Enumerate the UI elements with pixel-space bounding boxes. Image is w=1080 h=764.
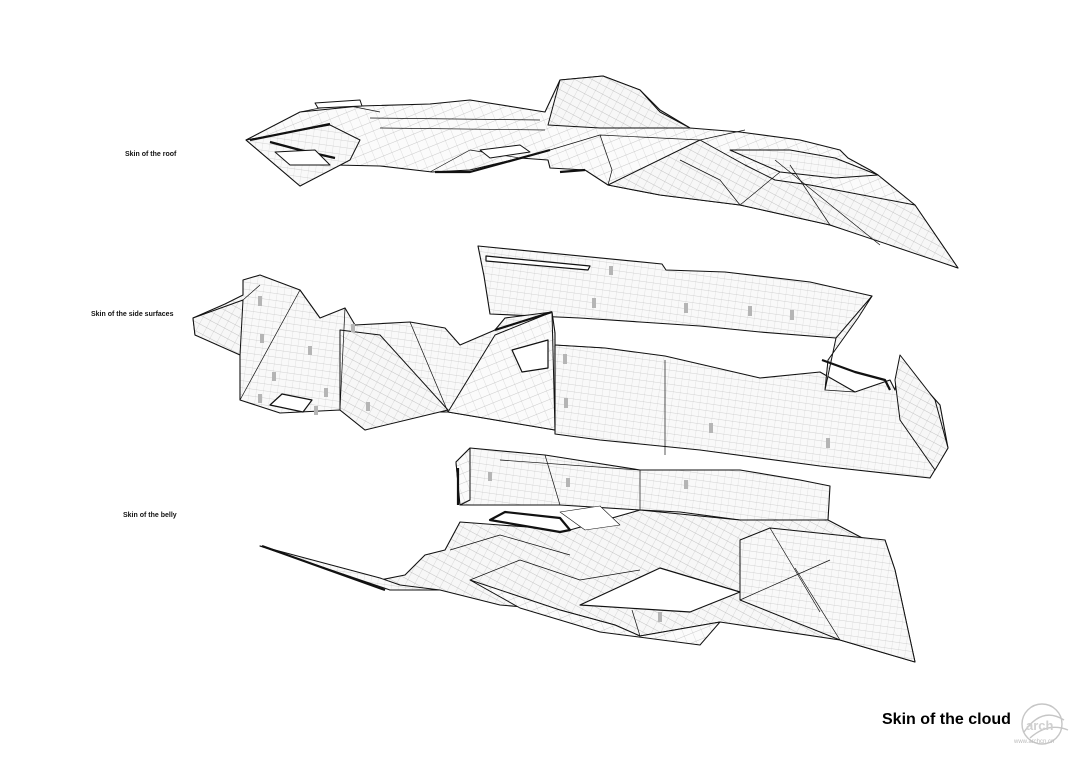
roof-front-wedge [607, 139, 959, 269]
side-left-facet [192, 299, 244, 356]
roof-skin [245, 75, 959, 269]
side-slot [485, 255, 591, 271]
belly-label: Skin of the belly [123, 512, 177, 519]
belly-lower-strip [469, 579, 721, 646]
archcn-logo: arch [1021, 703, 1069, 745]
belly-right-facet [739, 527, 916, 663]
belly-opening-2 [559, 505, 621, 531]
belly-bold-strip [488, 510, 572, 534]
side-right-end-facet [894, 354, 949, 471]
watermark-text: www.archcn.cn [1014, 739, 1055, 745]
side-right-upper-facet [824, 295, 873, 391]
diagram-title: Skin of the cloud [882, 711, 1011, 728]
roof-label: Skin of the roof [125, 151, 177, 158]
belly-back-box [455, 447, 831, 521]
svg-text:arch: arch [1026, 718, 1054, 733]
roof-peak [547, 75, 691, 129]
side-long-right-panel [554, 344, 949, 479]
belly-opening-1 [579, 567, 741, 613]
belly-left-point [259, 545, 441, 591]
side-opening-1 [511, 339, 549, 373]
side-surfaces-label: Skin of the side surfaces [91, 311, 174, 318]
side-skin [192, 245, 949, 479]
side-opening-2 [269, 393, 313, 413]
belly-skin [259, 447, 916, 663]
